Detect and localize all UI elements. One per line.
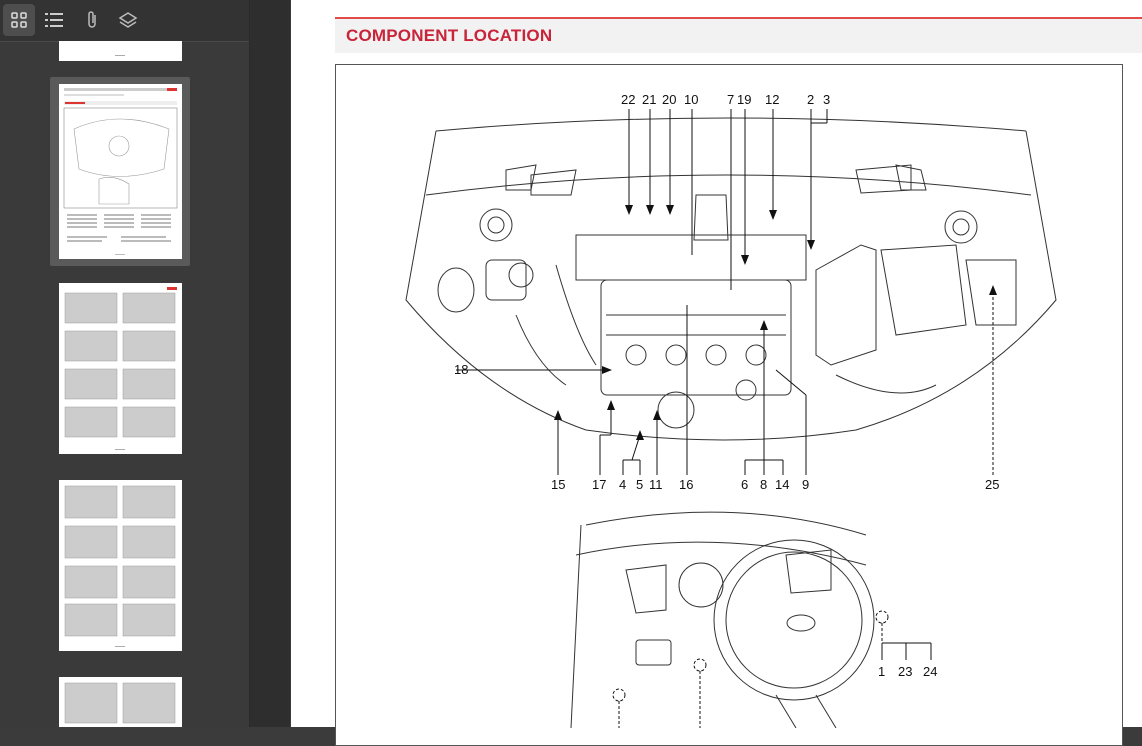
callout-1: 1 [878,664,886,679]
callout-9: 9 [802,477,810,492]
layers-icon [118,12,138,28]
thumbnail-sidebar [0,0,250,727]
thumbnails-view-button[interactable] [3,4,35,36]
callout-25: 25 [985,477,1000,492]
layers-view-button[interactable] [112,4,144,36]
thumbnail-preview [64,287,177,450]
callout-10: 10 [684,92,699,107]
component-location-figure: 22 21 20 10 7 19 12 2 3 18 15 17 4 5 11 … [335,64,1123,746]
engine-bay-diagram [405,109,1057,729]
callout-12: 12 [765,92,780,107]
page-thumbnail[interactable] [59,677,182,727]
page-thumbnail[interactable] [59,283,182,454]
outline-view-button[interactable] [38,4,70,36]
document-page: COMPONENT LOCATION [291,0,1142,746]
callout-6: 6 [741,477,749,492]
list-icon [45,13,63,27]
grid-icon [11,12,27,28]
paperclip-icon [88,11,96,28]
callout-2: 2 [807,92,815,107]
viewer-gutter [250,0,290,727]
callout-5: 5 [636,477,644,492]
thumbnail-preview [64,485,176,647]
callout-22: 22 [621,92,636,107]
callout-24: 24 [923,664,938,679]
callout-23: 23 [898,664,913,679]
callout-3: 3 [823,92,831,107]
callout-4: 4 [619,477,627,492]
thumbnail-preview [63,88,178,255]
callout-8: 8 [760,477,768,492]
section-title: COMPONENT LOCATION [346,26,553,45]
callout-17: 17 [592,477,607,492]
section-header: COMPONENT LOCATION [335,17,1142,53]
attachments-view-button[interactable] [76,4,108,36]
page-thumbnail[interactable] [59,41,182,61]
callout-15: 15 [551,477,566,492]
sidebar-toolbar [0,0,249,42]
callout-11: 11 [649,477,663,492]
callout-7: 7 [727,92,735,107]
callout-19: 19 [737,92,752,107]
page-thumbnail[interactable] [59,480,182,651]
thumbnail-preview [64,682,176,724]
callout-21: 21 [642,92,657,107]
callout-20: 20 [662,92,677,107]
callout-14: 14 [775,477,790,492]
callout-16: 16 [679,477,694,492]
callout-18: 18 [454,362,469,377]
page-thumbnail-current[interactable] [59,84,182,259]
